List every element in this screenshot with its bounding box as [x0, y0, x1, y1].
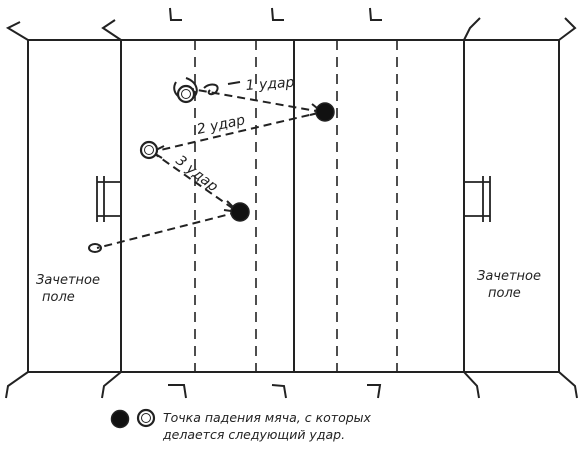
- zone-left-line2: поле: [42, 290, 75, 305]
- kick-point-1-inner: [181, 89, 191, 99]
- top-markers: [169, 7, 382, 21]
- drop-point-1: [315, 102, 335, 122]
- kick-point-2: [139, 140, 159, 160]
- zone-right-line2: поле: [488, 286, 521, 301]
- ball-trajectory: [96, 77, 325, 249]
- legend-white-ball-inner: [141, 413, 151, 423]
- legend-line1: Точка падения мяча, с которых: [163, 410, 372, 425]
- hit-label-1: 1 удар: [245, 75, 295, 94]
- goal-left: [96, 176, 121, 222]
- drop-point-2: [230, 202, 250, 222]
- legend-black-ball: [110, 409, 130, 429]
- hit-label-3: 3 удар: [173, 153, 221, 196]
- start-ball: [88, 243, 102, 253]
- zone-left-line1: Зачетное: [36, 273, 100, 288]
- kick-point-2-inner: [144, 145, 154, 155]
- legend-white-ball: [136, 408, 156, 428]
- legend-line2: делается следующий удар.: [162, 427, 345, 442]
- corner-flags: [5, 17, 578, 399]
- hit-label-2: 2 удар: [196, 112, 247, 138]
- kick-point-1: [176, 84, 196, 104]
- bottom-markers: [168, 384, 382, 399]
- zone-right-line1: Зачетное: [477, 269, 541, 284]
- goal-right: [464, 176, 491, 222]
